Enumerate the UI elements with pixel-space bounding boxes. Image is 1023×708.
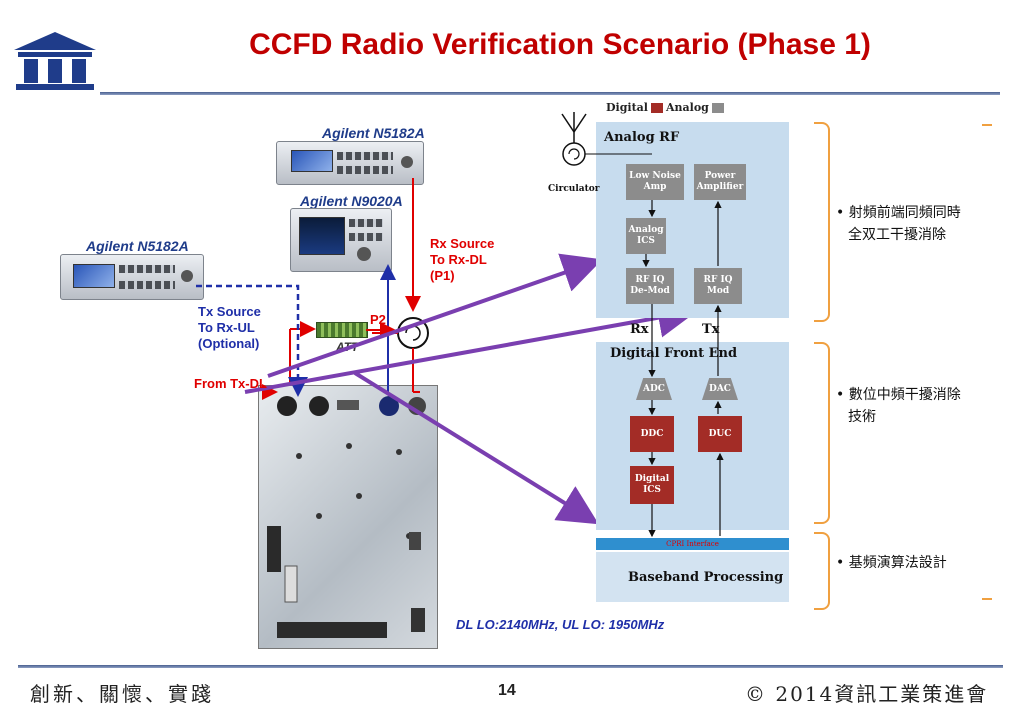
circulator-label: Circulator: [548, 184, 600, 194]
dfe-panel: [596, 342, 789, 530]
brace-bb: [814, 532, 830, 610]
legend-analog-label: Analog: [665, 101, 709, 114]
brace-dfe: [814, 342, 830, 524]
dfe-title: Digital Front End: [610, 346, 738, 361]
right-edge-mark-top: [982, 124, 992, 126]
siggen-left-label: Agilent N5182A: [86, 238, 189, 254]
bullet-rf: • 射頻前端同頻同時 全双工干擾消除: [836, 205, 961, 243]
bullet-dfe: • 數位中頻干擾消除 技術: [836, 387, 961, 425]
from-tx-dl-label: From Tx-DL: [194, 376, 267, 391]
legend: Digital Analog: [606, 101, 724, 114]
legend-digital-label: Digital: [606, 101, 648, 114]
rx-label: Rx: [630, 322, 649, 337]
right-edge-mark-bottom: [982, 598, 992, 600]
baseband-title: Baseband Processing: [628, 570, 784, 585]
bullet-bb: • 基頻演算法設計: [836, 555, 947, 571]
analog-rf-title: Analog RF: [604, 130, 680, 145]
siggen-top-instrument: [276, 141, 424, 185]
iii-logo: [14, 32, 96, 90]
ddc-block: DDC: [630, 416, 674, 452]
siggen-top-label: Agilent N5182A: [322, 125, 425, 141]
page-number: 14: [498, 682, 516, 699]
radio-unit-board: [258, 385, 438, 649]
antenna-circulator: [561, 112, 652, 166]
lo-note: DL LO:2140MHz, UL LO: 1950MHz: [456, 617, 665, 632]
legend-digital-swatch: [650, 102, 663, 113]
cpri-bar: CPRI Interface: [596, 538, 789, 550]
p2-label: P2: [370, 312, 386, 327]
footer-copyright: © 2014資訊工業策進會: [745, 682, 989, 706]
tx-source-label: Tx Source To Rx-UL (Optional): [198, 304, 261, 351]
legend-analog-swatch: [711, 102, 724, 113]
brace-rf: [814, 122, 830, 322]
page-title: CCFD Radio Verification Scenario (Phase …: [249, 28, 871, 61]
tx-label: Tx: [702, 322, 720, 337]
adc-block: ADC: [636, 378, 672, 400]
dac-block: DAC: [702, 378, 738, 400]
title-divider: [100, 92, 1000, 95]
footer-divider: [18, 665, 1003, 668]
cpri-label: CPRI Interface: [666, 540, 719, 548]
footer-slogan: 創新、關懷、實踐: [30, 682, 214, 706]
analyzer-instrument: [290, 208, 392, 272]
rx-source-label: Rx Source To Rx-DL (P1): [430, 236, 495, 283]
duc-block: DUC: [698, 416, 742, 452]
siggen-left-instrument: [60, 254, 204, 300]
baseband-panel: [596, 552, 789, 602]
analyzer-label: Agilent N9020A: [300, 193, 403, 209]
